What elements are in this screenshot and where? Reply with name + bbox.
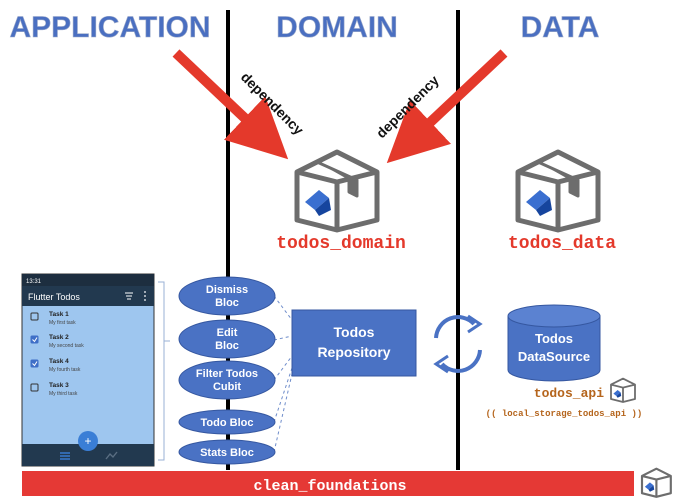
phone-app-title: Flutter Todos [28,292,80,302]
package-label-domain: todos_domain [276,234,406,254]
svg-text:Bloc: Bloc [215,297,239,309]
header-domain: DOMAIN [276,11,398,44]
checkbox-icon[interactable] [30,312,39,321]
add-todo-button[interactable] [78,431,98,451]
add-icon: + [84,434,91,448]
package-box-icon [294,149,380,233]
list-item[interactable]: Task 3 My third task [30,382,78,397]
list-item[interactable]: Task 1 My first task [30,311,76,326]
bracket [158,281,165,461]
filter-icon[interactable] [125,292,133,300]
dismiss-bloc: Dismiss Bloc [178,276,276,316]
header-data: DATA [521,11,600,44]
task-subtitle: My second task [49,343,84,349]
svg-text:Filter Todos: Filter Todos [196,368,258,380]
dependency-arrow-right [386,49,508,164]
dependency-arrow-left [172,49,289,160]
todos-repository: Todos Repository [291,309,417,377]
task-subtitle: My first task [49,320,76,326]
checkbox-icon[interactable] [30,383,39,392]
phone-bottom-nav [22,444,154,466]
dependency-label-right: dependency [373,72,442,141]
filter-todos-cubit: Filter Todos Cubit [178,360,276,400]
list-item[interactable]: Task 2 My second task [30,334,84,349]
checkbox-checked-icon[interactable] [30,335,39,344]
task-title: Task 4 [49,358,69,365]
todos-datasource: Todos DataSource [507,304,601,382]
svg-text:Todo Bloc: Todo Bloc [201,417,254,429]
task-subtitle: My fourth task [49,367,81,373]
header-application: APPLICATION [9,11,210,44]
svg-text:Bloc: Bloc [215,340,239,352]
svg-text:Dismiss: Dismiss [206,284,248,296]
svg-text:Cubit: Cubit [213,381,241,393]
todo-bloc: Todo Bloc [178,409,276,435]
phone-screenshot: 13:31 Flutter Todos Task 1 My first task… [21,273,155,467]
svg-text:Repository: Repository [317,344,390,360]
svg-text:DataSource: DataSource [518,349,590,364]
edit-bloc: Edit Bloc [178,319,276,359]
foundations-bar [22,471,634,496]
bloc-connectors [273,295,293,453]
sync-icon [433,314,483,374]
stats-bloc: Stats Bloc [178,439,276,465]
phone-app-bar [22,286,154,306]
svg-text:Todos: Todos [535,331,573,346]
svg-text:Todos: Todos [334,324,375,340]
svg-text:Edit: Edit [217,327,238,339]
checkbox-checked-icon[interactable] [30,359,39,368]
package-box-icon [515,149,601,233]
package-box-icon [640,467,672,498]
list-tab-icon[interactable] [60,452,70,460]
foundations-label: clean_foundations [253,478,406,495]
package-label-data: todos_data [508,234,616,254]
task-subtitle: My third task [49,391,78,397]
phone-status-bar [22,274,154,286]
more-icon[interactable] [144,291,146,301]
phone-status-time: 13:31 [26,279,42,285]
task-title: Task 1 [49,311,69,318]
package-note-api: (( local_storage_todos_api )) [486,409,643,419]
task-title: Task 3 [49,382,69,389]
list-item[interactable]: Task 4 My fourth task [30,358,81,373]
package-label-api: todos_api [534,386,604,401]
package-box-icon [610,377,636,403]
stats-tab-icon[interactable] [105,451,118,460]
task-title: Task 2 [49,334,69,341]
svg-text:Stats Bloc: Stats Bloc [200,447,254,459]
